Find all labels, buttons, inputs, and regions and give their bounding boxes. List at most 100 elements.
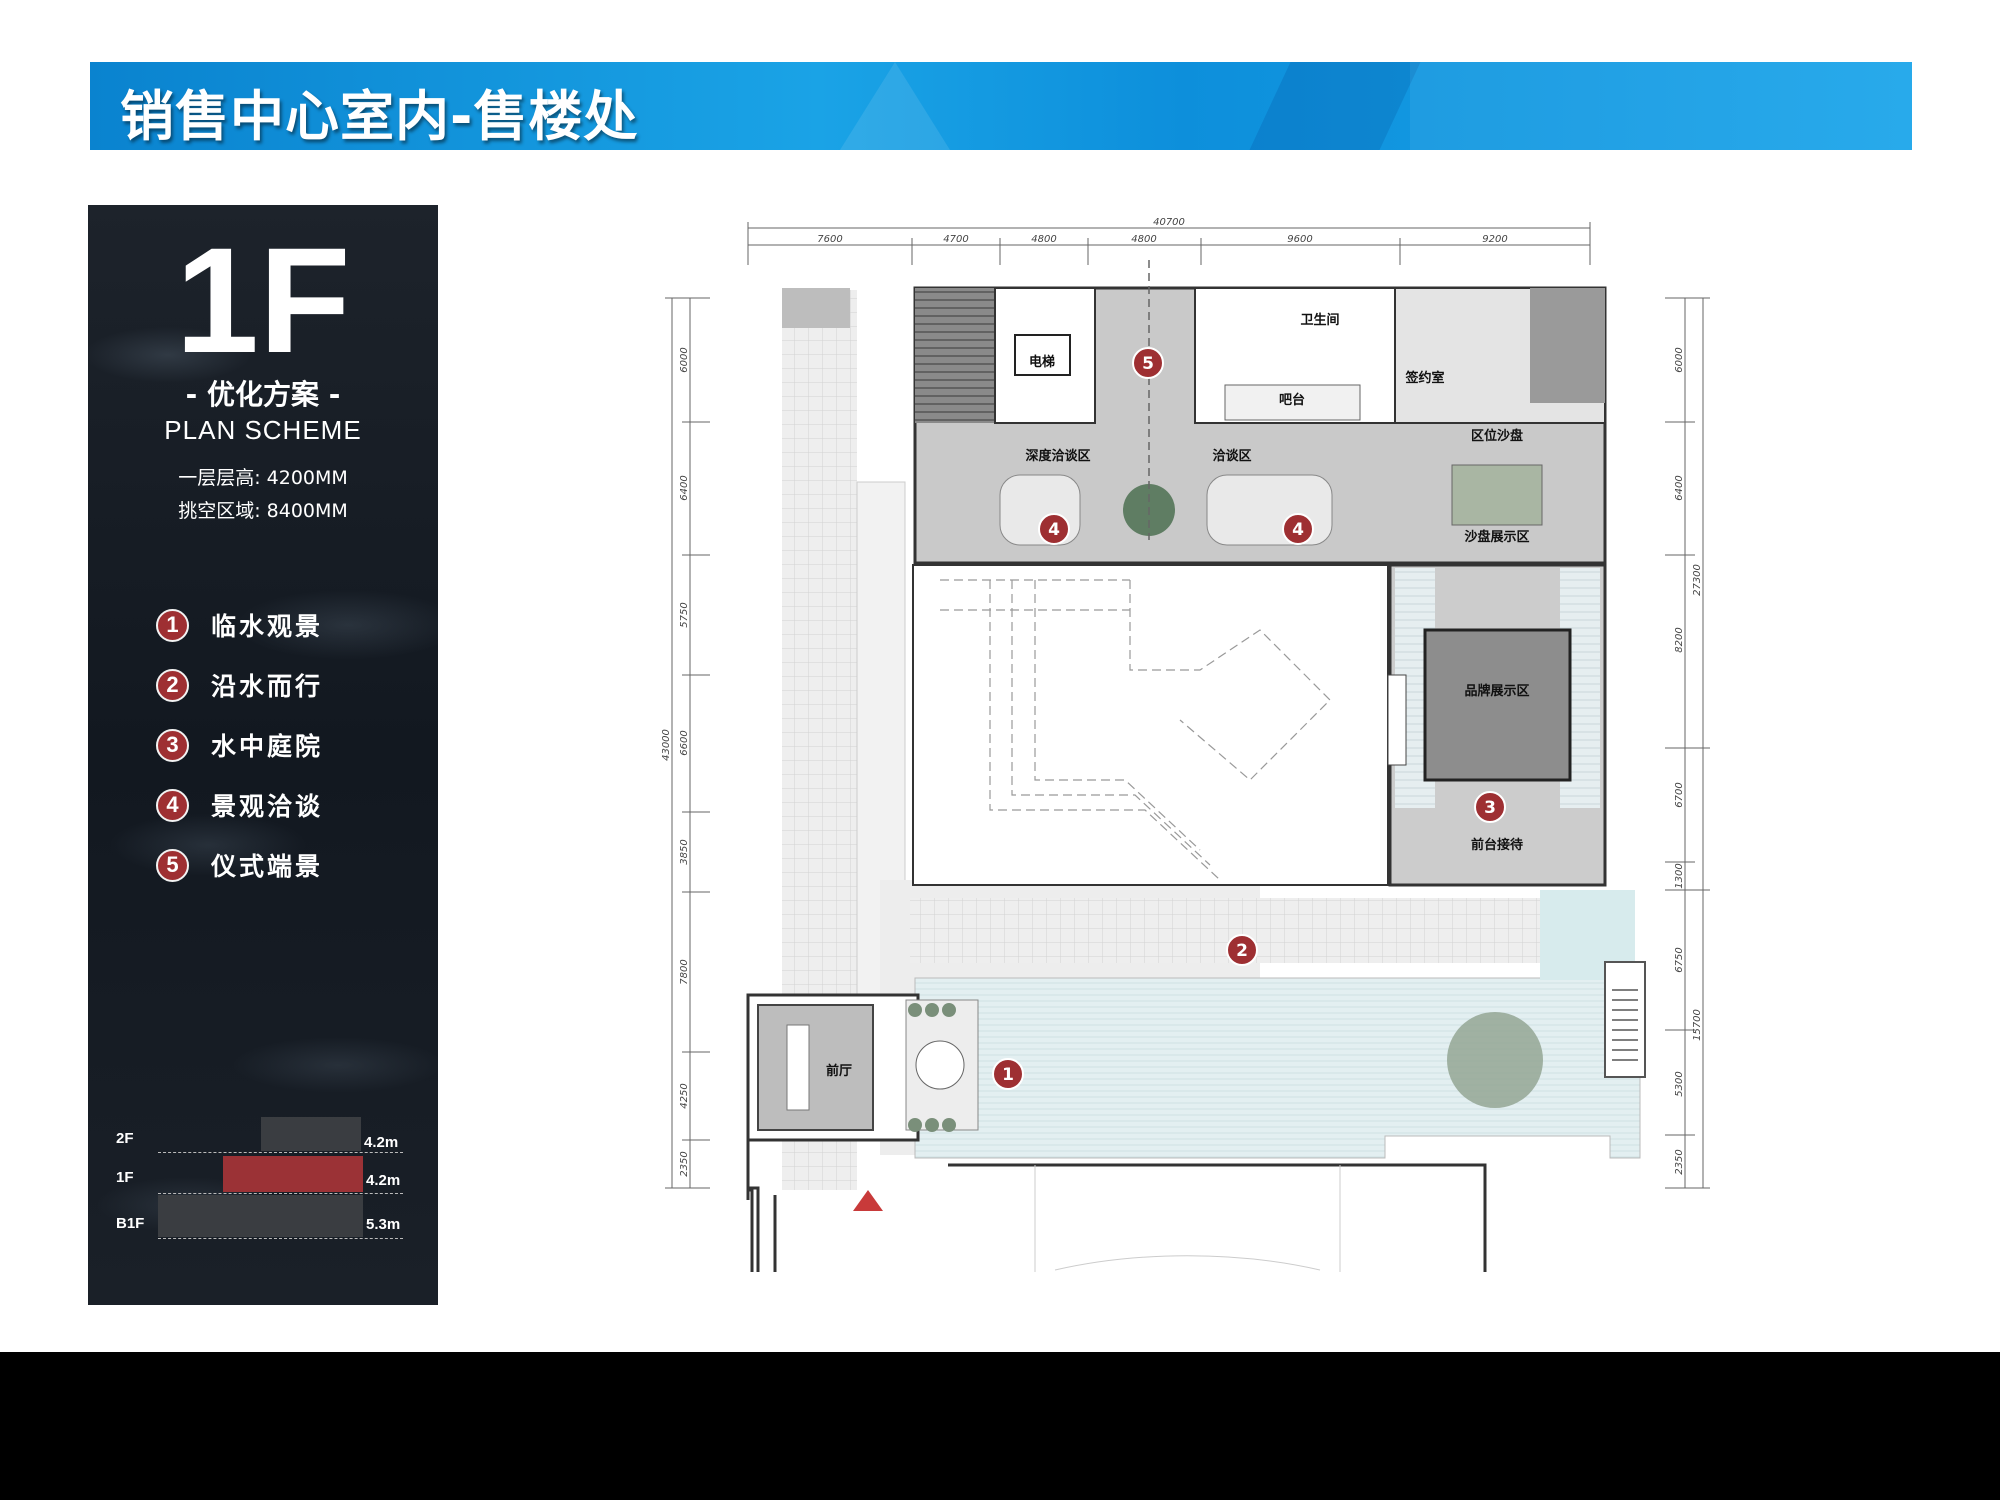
dim-label: 2350 xyxy=(679,1151,690,1176)
dim-label: 5300 xyxy=(1674,1071,1685,1096)
legend-label: 水中庭院 xyxy=(211,732,324,761)
svg-text:3: 3 xyxy=(1484,798,1496,818)
bottom-band xyxy=(0,1352,2000,1500)
room-label-site-model: 区位沙盘 xyxy=(1471,428,1523,444)
outdoor-stair xyxy=(1604,961,1646,1078)
pool-tree xyxy=(1447,1012,1543,1108)
room-label-sand-table: 沙盘展示区 xyxy=(1464,529,1529,545)
svg-text:4: 4 xyxy=(1292,520,1304,540)
level-bar-2f xyxy=(261,1117,361,1151)
stone-paving xyxy=(782,288,850,328)
level-divider xyxy=(158,1152,403,1153)
dim-top-total: 40700 xyxy=(1153,217,1185,228)
sand-table-model xyxy=(1451,464,1543,526)
waterfront-path xyxy=(910,898,1625,963)
elevator-box xyxy=(1014,334,1071,376)
stair-right xyxy=(1530,288,1605,403)
bar-counter xyxy=(1224,384,1361,421)
room-label-brand: 品牌展示区 xyxy=(1464,683,1529,699)
dim-label: 1300 xyxy=(1674,863,1685,888)
level-label: B1F xyxy=(116,1215,145,1232)
legend-number-badge: 3 xyxy=(156,728,189,762)
dim-label: 6400 xyxy=(1674,475,1685,500)
room-label-bar: 吧台 xyxy=(1279,392,1305,408)
dim-label: 4800 xyxy=(1131,234,1156,245)
void-dashed-stair xyxy=(940,579,1331,881)
level-label: 1F xyxy=(116,1169,134,1186)
legend-number-badge: 4 xyxy=(156,788,189,822)
dim-right-total-upper: 27300 xyxy=(1692,564,1703,596)
legend-item: 2 沿水而行 xyxy=(156,665,323,705)
level-height: 5.3m xyxy=(366,1216,401,1233)
dim-label: 6600 xyxy=(679,730,690,755)
level-divider xyxy=(158,1238,403,1239)
scheme-title-en: PLAN SCHEME xyxy=(164,415,362,445)
entrance-arrow-icon xyxy=(853,1190,883,1211)
talk-furniture xyxy=(1206,474,1333,546)
dim-label: 2350 xyxy=(1674,1149,1685,1174)
legend-label: 沿水而行 xyxy=(211,672,324,701)
room-label-reception: 前台接待 xyxy=(1471,837,1523,853)
dimension-top xyxy=(747,222,1591,265)
room-label-restroom: 卫生间 xyxy=(1300,312,1339,328)
level-label: 2F xyxy=(116,1130,134,1147)
page-title: 销售中心室内-售楼处 xyxy=(120,85,639,148)
dim-label: 5750 xyxy=(679,602,690,627)
legend-item: 1 临水观景 xyxy=(156,605,323,645)
legend-label: 临水观景 xyxy=(211,612,324,641)
legend-item: 3 水中庭院 xyxy=(156,725,323,765)
scheme-title-cn: - 优化方案 - xyxy=(185,378,341,411)
dimension-left xyxy=(665,297,710,1189)
outdoor-stair-steps xyxy=(1612,989,1638,1061)
banner-decor-triangle xyxy=(840,62,950,150)
stair-left xyxy=(915,288,995,423)
dim-label: 9600 xyxy=(1287,234,1312,245)
void-area-spec: 挑空区域: 8400MM xyxy=(178,500,348,522)
site-wall-front xyxy=(948,1163,1487,1272)
dim-label: 3850 xyxy=(679,839,690,864)
legend-number-badge: 5 xyxy=(156,848,189,882)
level-bar-b1f xyxy=(158,1195,363,1237)
dim-label: 7800 xyxy=(679,959,690,984)
dim-label: 4800 xyxy=(1031,234,1056,245)
svg-text:4: 4 xyxy=(1048,520,1060,540)
svg-text:1: 1 xyxy=(1002,1065,1014,1085)
title-banner: 销售中心室内-售楼处 xyxy=(90,62,1912,150)
dim-label: 8200 xyxy=(1674,627,1685,652)
plan-marker-3: 3 xyxy=(1474,791,1506,823)
plan-marker-4a: 4 xyxy=(1038,513,1070,545)
dim-label: 6400 xyxy=(679,475,690,500)
legend-item: 5 仪式端景 xyxy=(156,845,323,885)
room-label-elevator: 电梯 xyxy=(1029,354,1055,370)
dim-label: 6000 xyxy=(1674,347,1685,372)
plan-marker-4b: 4 xyxy=(1282,513,1314,545)
room-label-talk: 洽谈区 xyxy=(1212,448,1251,464)
room-label-deep-talk: 深度洽谈区 xyxy=(1025,448,1090,464)
window-frame xyxy=(1387,674,1407,766)
dim-right-total-lower: 15700 xyxy=(1692,1009,1703,1041)
dimension-right xyxy=(1665,297,1710,1189)
site-wall xyxy=(748,1188,754,1272)
level-bar-1f xyxy=(223,1156,363,1192)
banner-decor-stripe xyxy=(1249,62,1421,150)
floor-plan-drawing: 40700 7600 4700 4800 4800 9600 9200 4300… xyxy=(661,217,1710,1272)
foyer-table xyxy=(915,1040,965,1090)
room-label-foyer: 前厅 xyxy=(826,1063,852,1079)
dim-label: 7600 xyxy=(817,234,842,245)
atrium-void xyxy=(912,564,1389,886)
planters xyxy=(908,1003,956,1132)
dim-label: 6750 xyxy=(1674,947,1685,972)
dim-label: 6700 xyxy=(1674,782,1685,807)
plan-marker-2: 2 xyxy=(1226,934,1258,966)
svg-text:2: 2 xyxy=(1236,941,1248,961)
brand-display-box xyxy=(1423,628,1572,782)
driveway-curve xyxy=(1054,1255,1321,1271)
room-label-signing: 签约室 xyxy=(1404,370,1444,386)
plan-marker-1: 1 xyxy=(992,1058,1024,1090)
plan-marker-5: 5 xyxy=(1132,347,1164,379)
floor-number: 1F xyxy=(175,216,351,384)
floor-height-spec: 一层层高: 4200MM xyxy=(178,467,348,489)
legend-item: 4 景观洽谈 xyxy=(156,785,323,825)
foyer-room xyxy=(757,1004,874,1131)
dim-label: 4700 xyxy=(943,234,968,245)
